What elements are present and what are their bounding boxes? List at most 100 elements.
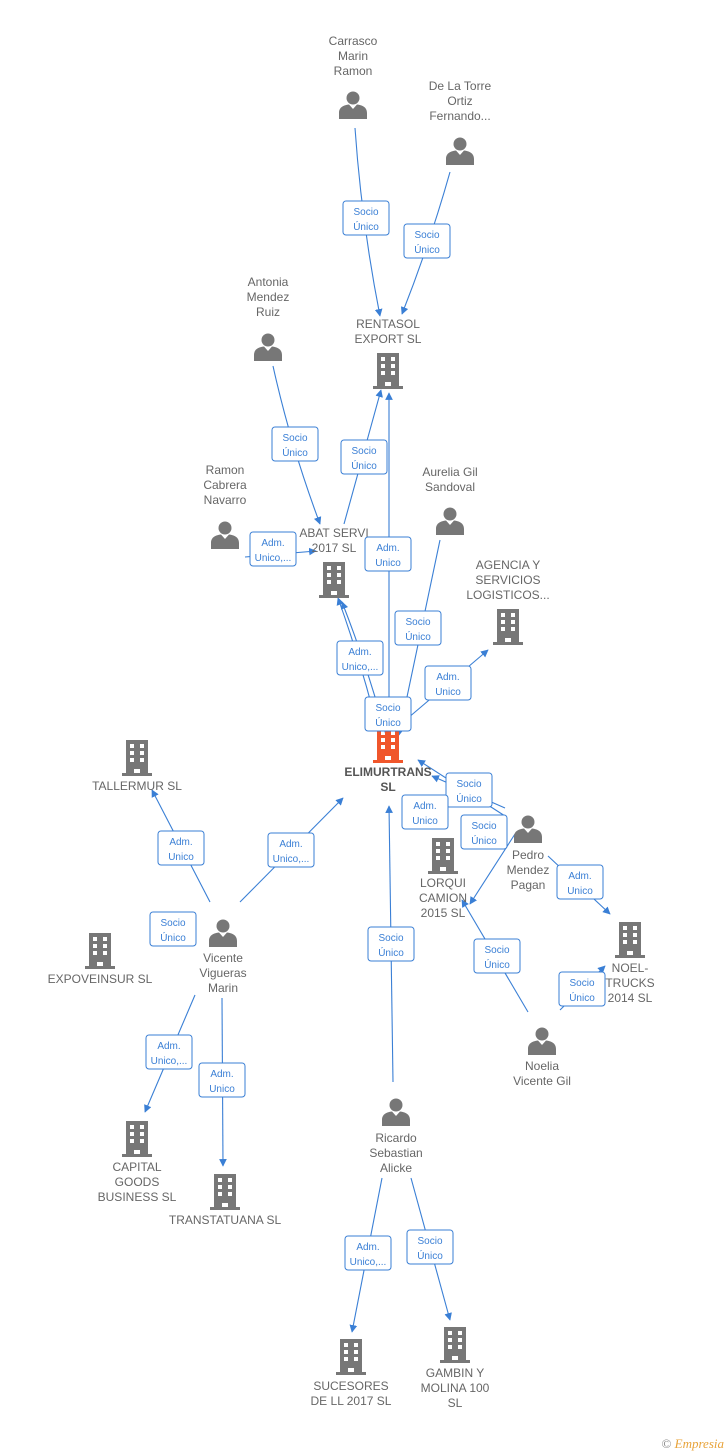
node-label-line: Cabrera (203, 478, 247, 492)
relation-badge-box (342, 200, 390, 236)
relation-badge-box (367, 926, 415, 962)
node-label-line: Marin (208, 981, 238, 995)
node-expoveinsur[interactable]: EXPOVEINSUR SL (48, 933, 153, 986)
node-label-line: AGENCIA Y (476, 558, 540, 572)
person-icon (209, 919, 237, 947)
node-label-line: SERVICIOS (475, 573, 540, 587)
person-icon (211, 521, 239, 549)
relation-badge-text: Socio (282, 433, 307, 444)
building-icon (319, 562, 349, 598)
node-transtatuana[interactable]: TRANSTATUANA SL (169, 1174, 282, 1227)
relation-badge-text: Socio (456, 779, 481, 790)
relation-badge-box (249, 531, 297, 567)
person-icon (436, 507, 464, 535)
relation-badge-text: Adm. (157, 1041, 180, 1052)
relation-badge-text: Unico,... (151, 1056, 188, 1067)
node-label-line: ABAT SERVI (299, 526, 368, 540)
node-label-line: Carrasco (329, 34, 378, 48)
person-icon (254, 333, 282, 361)
relation-badge[interactable]: Adm.Unico,... (336, 640, 384, 676)
relation-badge[interactable]: Adm.Unico,... (249, 531, 297, 567)
node-label-line: Fernando... (429, 109, 490, 123)
relation-badge[interactable]: Adm.Unico (556, 864, 604, 900)
relation-badge[interactable]: Adm. Unico (424, 665, 472, 701)
person-icon (528, 1027, 556, 1055)
node-label-line: ELIMURTRANS (344, 765, 431, 779)
relation-badge[interactable]: Adm.Unico (198, 1062, 246, 1098)
building-icon (428, 838, 458, 874)
node-label-line: 2014 SL (608, 991, 653, 1005)
building-icon (336, 1339, 366, 1375)
node-label-line: GAMBIN Y (426, 1366, 484, 1380)
relation-badge[interactable]: Adm.Unico,... (344, 1235, 392, 1271)
node-label-line: EXPOVEINSUR SL (48, 972, 153, 986)
relation-badge-text: Único (282, 446, 308, 459)
relation-badge-text: Adm. (348, 647, 371, 658)
relation-badge-text: Socio (160, 918, 185, 929)
relation-badge-text: Adm. (376, 543, 399, 554)
node-label-line: Pedro (512, 848, 544, 862)
relation-badge[interactable]: Adm.Unico (401, 794, 449, 830)
relation-badge[interactable]: Adm. Unico,... (145, 1034, 193, 1070)
relation-badge-text: Único (353, 220, 379, 233)
relation-badge-box (401, 794, 449, 830)
relation-badge-text: Socio (405, 617, 430, 628)
relation-badge-text: Adm. (413, 801, 436, 812)
building-icon (122, 1121, 152, 1157)
brand-name[interactable]: Empresia (674, 1436, 724, 1451)
relation-badge-box (558, 971, 606, 1007)
node-label-line: DE LL 2017 SL (311, 1394, 392, 1408)
node-label-line: Vicente (203, 951, 243, 965)
relation-badge[interactable]: Adm.Unico (157, 830, 205, 866)
relation-badge-text: Único (484, 958, 510, 971)
node-tallermur[interactable]: TALLERMUR SL (92, 740, 182, 793)
node-label-line: Navarro (204, 493, 247, 507)
relation-badge-text: Adm. (436, 672, 459, 683)
relation-badge[interactable]: Adm.Unico (364, 536, 412, 572)
relation-badge-text: Adm. (568, 871, 591, 882)
relation-badge-text: Unico (435, 687, 461, 698)
node-label-line: Aurelia Gil (422, 465, 477, 479)
relation-badge-text: Único (417, 1249, 443, 1262)
node-delatorre[interactable]: De La TorreOrtizFernando... (429, 79, 492, 165)
relation-badge-box (406, 1229, 454, 1265)
person-icon (514, 815, 542, 843)
relation-badge-box (336, 640, 384, 676)
relation-badge-text: Adm. (356, 1242, 379, 1253)
relation-badge-text: Adm. (279, 839, 302, 850)
relation-badge[interactable]: Adm.Unico,... (267, 832, 315, 868)
relation-badge-box (145, 1034, 193, 1070)
node-agencia[interactable]: AGENCIA YSERVICIOSLOGISTICOS... (466, 558, 550, 645)
node-label-line: MOLINA 100 (421, 1381, 490, 1395)
